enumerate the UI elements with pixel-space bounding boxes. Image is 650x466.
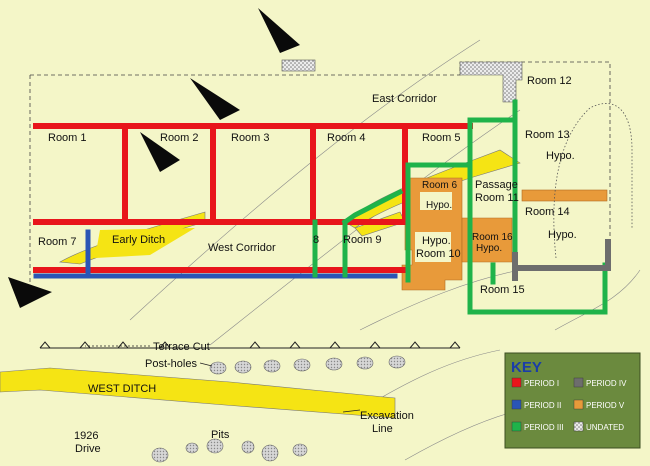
triangle-marker-4 [8, 277, 52, 308]
pits [151, 438, 308, 463]
label-room-14: Room 14 [525, 206, 570, 218]
label-drive-year: 1926 [74, 430, 98, 442]
label-room-11: Room 11 [475, 192, 519, 204]
key-label-period-iii: PERIOD III [524, 423, 564, 432]
label-room-7: Room 7 [38, 236, 77, 248]
label-room-15: Room 15 [480, 284, 525, 296]
map-key: KEY PERIOD I PERIOD II PERIOD III PERIOD… [504, 352, 641, 449]
label-room-6-hypo: Hypo. [426, 200, 452, 211]
label-room-13-hypo: Hypo. [546, 150, 575, 162]
excavation-line-pointer [342, 409, 361, 413]
key-swatch-period-v [573, 399, 584, 410]
period-iii-walls [312, 99, 608, 315]
label-excavation-line: Line [372, 423, 393, 435]
key-swatch-period-i [511, 377, 522, 388]
label-room-10: Room 10 [416, 248, 461, 260]
triangle-markers [8, 8, 300, 308]
key-swatch-period-iv [573, 377, 584, 388]
west-ditch-shape [0, 367, 396, 419]
label-room-1: Room 1 [48, 132, 87, 144]
label-room-3: Room 3 [231, 132, 270, 144]
post-holes-pointer [199, 362, 213, 367]
label-room-4: Room 4 [327, 132, 366, 144]
key-label-period-i: PERIOD I [524, 379, 559, 388]
label-room-16-hypo: Hypo. [476, 243, 502, 254]
period-ii-walls [33, 229, 398, 279]
key-label-undated: UNDATED [586, 423, 624, 432]
label-room-13: Room 13 [525, 129, 570, 141]
label-pits: Pits [211, 429, 230, 441]
label-west-ditch: WEST DITCH [88, 383, 156, 395]
key-swatch-period-iii [511, 421, 522, 432]
terrace-cut [39, 341, 461, 349]
triangle-marker-3 [140, 132, 180, 172]
label-post-holes: Post-holes [145, 358, 197, 370]
label-east-corridor: East Corridor [372, 93, 437, 105]
key-swatch-period-ii [511, 399, 522, 410]
key-label-period-iv: PERIOD IV [586, 379, 627, 388]
label-room-6: Room 6 [422, 180, 457, 191]
label-terrace-cut: Terrace Cut [153, 341, 210, 353]
label-room-16: Room 16 [472, 232, 513, 243]
label-excavation: Excavation [360, 410, 414, 422]
triangle-marker-1 [258, 8, 300, 53]
label-room-12: Room 12 [527, 75, 572, 87]
key-panel [504, 352, 641, 449]
label-room-8: 8 [313, 234, 319, 246]
label-room-9: Room 9 [343, 234, 382, 246]
label-room-5: Room 5 [422, 132, 461, 144]
period-iv-walls [512, 239, 611, 281]
key-title: KEY [511, 359, 542, 376]
label-passage: Passage [475, 179, 518, 191]
key-label-period-v: PERIOD V [586, 401, 625, 410]
label-room-14-hypo: Hypo. [548, 229, 577, 241]
label-early-ditch: Early Ditch [112, 234, 165, 246]
triangle-marker-2 [190, 78, 240, 120]
hypocaust-outline [553, 103, 633, 259]
early-ditch-fill [95, 228, 195, 258]
period-v-inner [415, 192, 452, 262]
label-west-corridor: West Corridor [208, 242, 276, 254]
key-label-period-ii: PERIOD II [524, 401, 561, 410]
label-drive: Drive [75, 443, 101, 455]
label-room-2: Room 2 [160, 132, 199, 144]
label-room-10-hypo: Hypo. [422, 235, 451, 247]
post-holes [209, 355, 406, 375]
key-swatch-undated [573, 421, 584, 432]
